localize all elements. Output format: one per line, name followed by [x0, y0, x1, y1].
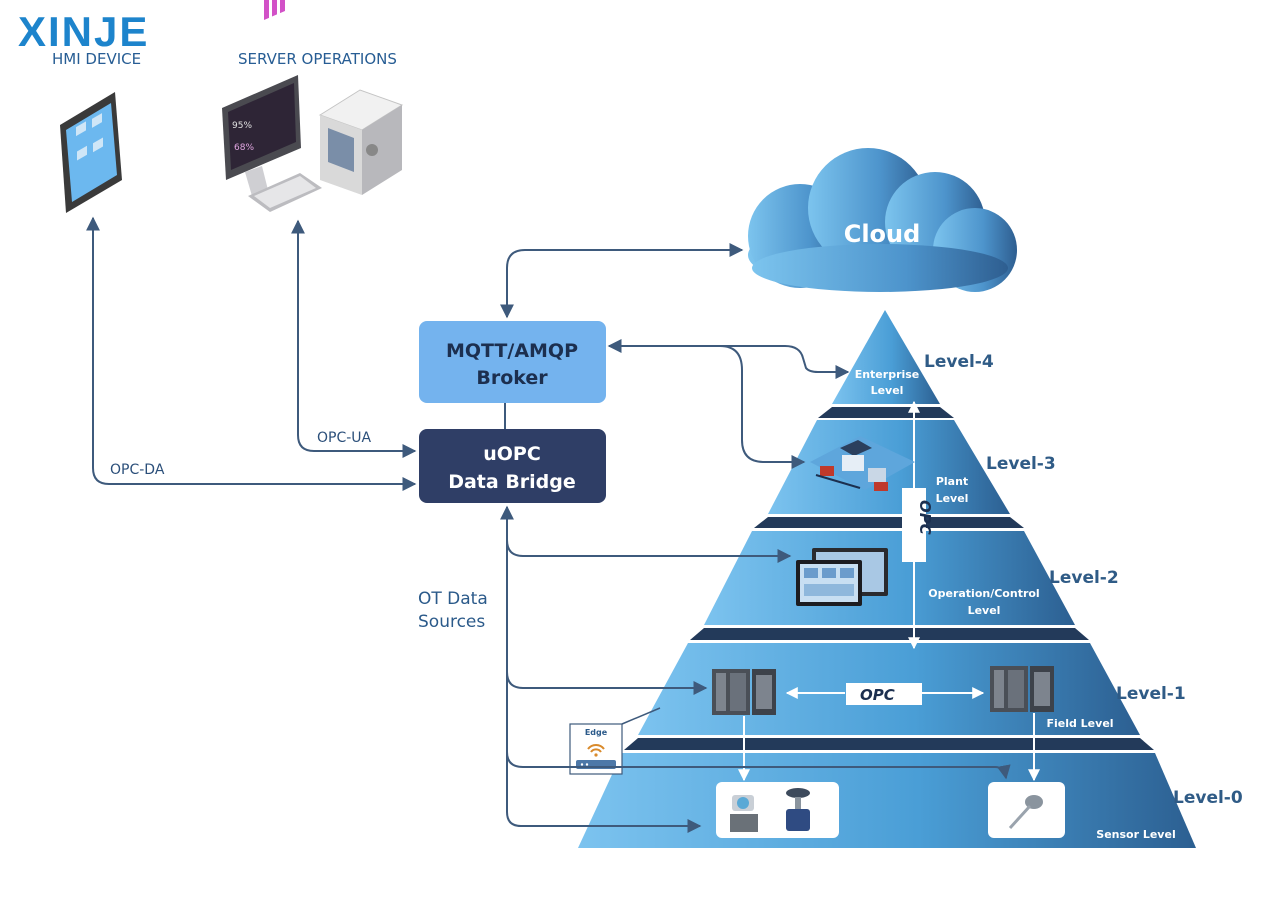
plc-icon [712, 669, 776, 715]
opc-logo-icon: OPC [902, 488, 934, 562]
level-0-tag: Level-0 [1173, 788, 1243, 808]
operation-level-label-2: Level [968, 604, 1001, 617]
sensor-level-label: Sensor Level [1096, 828, 1175, 841]
mqtt-amqp-broker[interactable]: MQTT/AMQP Broker [419, 321, 606, 403]
cloud-label: Cloud [844, 220, 921, 248]
plc-icon [990, 666, 1054, 712]
opc-da-label: OPC-DA [110, 462, 165, 478]
opc-logo-icon: OPC [846, 683, 922, 705]
plant-level-label-1: Plant [936, 475, 968, 488]
server-operations-caption: SERVER OPERATIONS [238, 50, 397, 68]
pressure-transmitter-icon [730, 795, 758, 832]
broker-line-1: MQTT/AMQP [446, 340, 578, 362]
sensor-card [988, 782, 1065, 838]
level-1-tag: Level-1 [1116, 684, 1186, 704]
edge-label: Edge [585, 728, 608, 737]
monitor-icon: 95% 68% [222, 0, 301, 196]
field-level-label: Field Level [1046, 717, 1113, 730]
ot-data-sources-line-2: Sources [418, 612, 485, 632]
level-3-tag: Level-3 [986, 454, 1056, 474]
cloud-icon [748, 148, 1017, 292]
level-4-tag: Level-4 [924, 352, 994, 372]
svg-text:OPC: OPC [860, 686, 895, 704]
bridge-line-1: uOPC [483, 443, 541, 465]
hmi-device-caption: HMI DEVICE [52, 50, 141, 68]
level-2-tag: Level-2 [1049, 568, 1119, 588]
sensor-card [716, 782, 839, 838]
tier-level-2 [704, 531, 1075, 625]
operation-level-label-1: Operation/Control [928, 587, 1039, 600]
opc-ua-label: OPC-UA [317, 430, 372, 446]
svg-text:OPC: OPC [916, 500, 934, 535]
server-tower-icon [318, 89, 404, 195]
enterprise-level-label-2: Level [871, 384, 904, 397]
bridge-line-2: Data Bridge [448, 471, 576, 493]
ot-data-sources-line-1: OT Data [418, 589, 488, 609]
svg-text:95%: 95% [232, 121, 252, 131]
plant-level-label-2: Level [936, 492, 969, 505]
tablet-icon [60, 92, 122, 213]
uopc-data-bridge[interactable]: uOPC Data Bridge [419, 429, 606, 503]
hmi-panel-icon [796, 548, 888, 606]
enterprise-level-label-1: Enterprise [855, 368, 920, 381]
tier-level-4 [832, 310, 940, 404]
temperature-probe-icon [1008, 795, 1043, 830]
svg-text:68%: 68% [234, 143, 254, 153]
xinje-logo: XINJE [18, 8, 149, 55]
broker-line-2: Broker [476, 367, 548, 389]
control-valve-icon [786, 788, 810, 831]
keyboard-icon [248, 173, 322, 212]
factory-icon [810, 436, 915, 491]
